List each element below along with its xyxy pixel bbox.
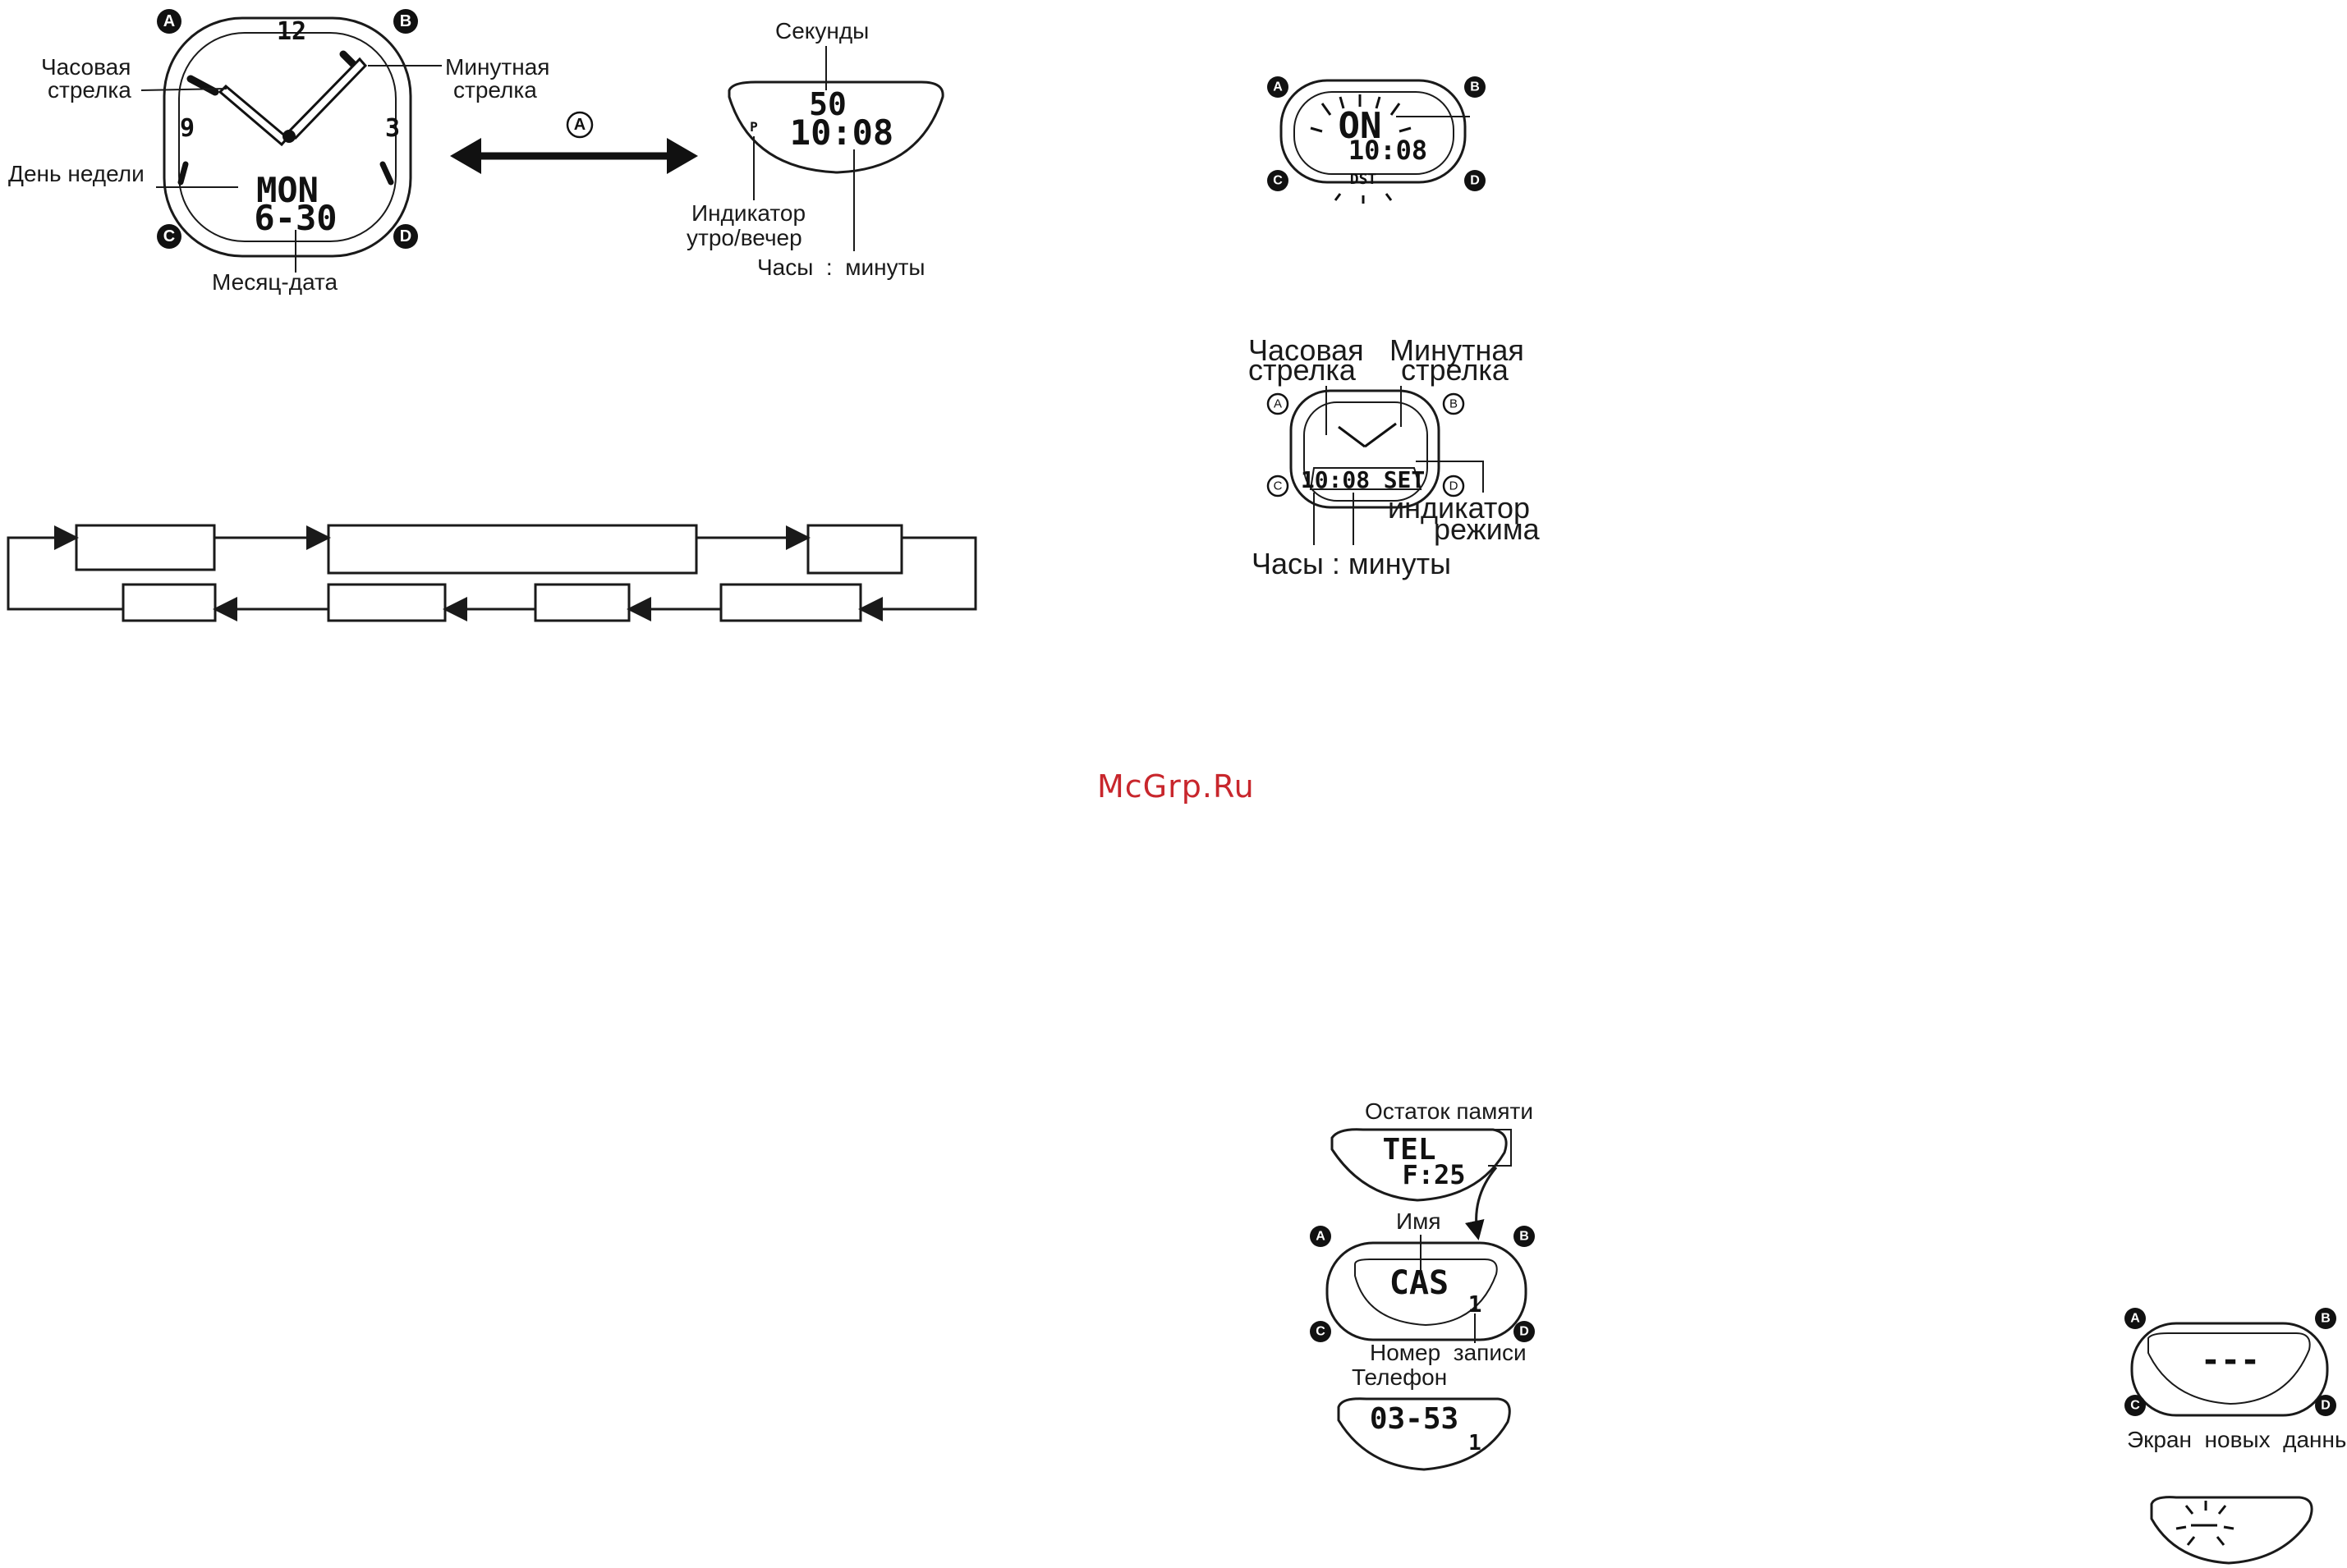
set-mode-watch-diagram: 10:08 SET A B C D — [1266, 386, 1484, 545]
svg-text:A: A — [163, 12, 175, 30]
set-label-minute-hand-2: стрелка — [1401, 353, 1509, 387]
label-hour-hand-1: Часовая — [41, 54, 131, 80]
lcd-on: ON — [1339, 105, 1382, 147]
lcd-set: SET — [1384, 466, 1426, 493]
svg-text:B: B — [2321, 1312, 2331, 1326]
svg-text:C: C — [1316, 1325, 1325, 1339]
button-b-icon — [393, 9, 418, 34]
mode-switch-arrow: A — [450, 111, 698, 174]
set-label-hour-hand-1: Часовая — [1248, 333, 1364, 367]
svg-text:C: C — [1273, 174, 1283, 188]
svg-text:D: D — [400, 227, 411, 245]
digital-display-diagram: 50 10:08 P — [728, 46, 944, 251]
watch-case-inner — [178, 32, 397, 242]
lcd-dashes: --- — [2201, 1341, 2260, 1379]
label-phone: Телефон — [1352, 1364, 1448, 1390]
new-data-diagram: --- A B C D — [2124, 1308, 2336, 1565]
flashing-cursor-icon — [2175, 1501, 2234, 1546]
svg-text:D: D — [1449, 479, 1458, 493]
lcd-phone: 03-53 — [1370, 1402, 1458, 1436]
analog-watch-diagram: 12 3 9 MON 6-30 A B C D — [140, 9, 442, 273]
svg-text:A: A — [1274, 397, 1282, 411]
button-d-icon — [393, 224, 418, 249]
label-weekday: День недели — [8, 161, 145, 186]
svg-text:A: A — [1273, 80, 1283, 94]
lcd-seconds: 50 — [809, 86, 847, 122]
svg-text:D: D — [2321, 1399, 2331, 1413]
label-ampm-1: Индикатор — [691, 200, 806, 226]
label-hours-minutes: Часы : минуты — [757, 254, 925, 280]
label-seconds: Секунды — [775, 18, 870, 44]
label-ampm-2: утро/вечер — [687, 225, 802, 250]
lcd-dst-time: 10:08 — [1348, 135, 1427, 166]
label-name: Имя — [1396, 1208, 1441, 1234]
label-hour-hand-2: стрелка — [48, 77, 131, 103]
telememo-diagram: TEL F:25 CAS 1 A B C D 03-53 1 — [1310, 1128, 1535, 1471]
dial-12: 12 — [277, 17, 306, 46]
watch-case-outer — [163, 16, 412, 258]
dial-9: 9 — [180, 114, 195, 143]
minute-hand — [287, 57, 368, 140]
lcd-free: F:25 — [1402, 1159, 1465, 1190]
lcd-tel: TEL — [1382, 1133, 1435, 1167]
label-minute-hand-1: Минутная — [445, 54, 550, 80]
svg-text:C: C — [1274, 479, 1283, 493]
svg-text:B: B — [400, 12, 411, 30]
svg-text:D: D — [1519, 1325, 1529, 1339]
pm-marker: P — [750, 119, 758, 135]
hour-hand — [218, 84, 290, 147]
lcd-record: 1 — [1468, 1291, 1482, 1318]
svg-text:B: B — [1470, 80, 1480, 94]
mode-flow-diagram — [7, 524, 977, 622]
svg-text:D: D — [1470, 174, 1480, 188]
label-record-number: Номер записи — [1370, 1340, 1527, 1365]
label-new-data-screen: Экран новых данных — [2127, 1427, 2347, 1452]
svg-text:A: A — [2130, 1312, 2140, 1326]
set-label-mode-1: индикатор — [1388, 491, 1531, 525]
svg-text:B: B — [1449, 397, 1458, 411]
svg-text:A: A — [1316, 1230, 1325, 1244]
dial-3: 3 — [385, 114, 400, 143]
label-memory-remaining: Остаток памяти — [1365, 1098, 1533, 1124]
set-label-minute-hand-1: Минутная — [1389, 333, 1524, 367]
lcd-phone-record: 1 — [1468, 1431, 1481, 1456]
lcd-weekday: MON — [256, 170, 319, 210]
label-month-date: Месяц-дата — [212, 269, 338, 295]
svg-text:C: C — [2130, 1399, 2140, 1413]
set-label-hour-hand-2: стрелка — [1248, 353, 1356, 387]
label-minute-hand-2: стрелка — [453, 77, 537, 103]
watermark-logo: McGrp.Ru — [1097, 768, 1255, 805]
lcd-set-time: 10:08 — [1301, 466, 1370, 493]
lcd-dst: DST — [1350, 171, 1377, 188]
button-a-icon — [157, 9, 181, 34]
switch-button-label: A — [574, 116, 586, 134]
set-label-hours-minutes: Часы : минуты — [1252, 547, 1451, 580]
svg-text:B: B — [1519, 1230, 1529, 1244]
svg-text:C: C — [163, 227, 175, 245]
lcd-time: 10:08 — [790, 112, 893, 153]
dst-watch-diagram: ON 10:08 DST A B C D — [1267, 76, 1486, 204]
set-label-mode-2: режима — [1434, 512, 1540, 546]
lcd-name: CAS — [1389, 1264, 1449, 1302]
button-c-icon — [157, 224, 181, 249]
